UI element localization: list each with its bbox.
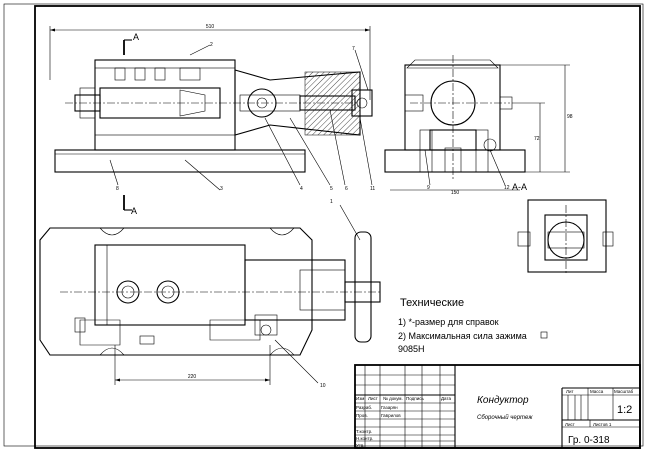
- plan-body: [94, 244, 246, 326]
- tb-nkontr: Н.контр.: [356, 436, 373, 441]
- plan-view: 220 10 1: [39, 199, 381, 389]
- tb-scale-value: 1:2: [617, 404, 632, 416]
- tb-prov-name: Гаврилов: [381, 413, 401, 418]
- notes-square-symbol: [540, 331, 548, 339]
- tb-doc-type: Сборочный чертеж: [477, 414, 533, 421]
- sheet-inner-frame: [34, 5, 641, 449]
- tb-utv: Утв.: [356, 443, 365, 448]
- section-mark-a-bottom: А: [131, 206, 137, 216]
- callout-8: 8: [116, 186, 119, 192]
- section-aa-body: [527, 199, 607, 273]
- dim-width-side: 150: [451, 190, 460, 196]
- section-aa-view: [517, 199, 614, 275]
- sheet-outer-border: [3, 3, 644, 447]
- callout-3: 3: [220, 186, 223, 192]
- section-mark-a-top: А: [133, 32, 139, 42]
- handle-bar[interactable]: [354, 231, 372, 343]
- tb-razrab-name: Газарян: [381, 405, 398, 410]
- tb-product-name: Кондуктор: [477, 395, 529, 406]
- tb-ndoc: № докум.: [383, 396, 403, 401]
- tb-col-lit: Лит: [566, 389, 574, 394]
- tb-date: Дата: [441, 396, 451, 401]
- callout-1: 1: [330, 199, 333, 205]
- title-block: Изм Лист № докум. Подпись Дата Разраб. Г…: [354, 364, 641, 449]
- callout-12: 12: [504, 185, 510, 191]
- notes-title: Технические: [400, 297, 464, 309]
- tb-prov: Пров.: [356, 413, 368, 418]
- tb-sheet: Лист: [565, 422, 575, 427]
- callout-7: 7: [352, 46, 355, 52]
- dim-bottom-length: 220: [188, 374, 197, 380]
- side-screw-head: [483, 138, 497, 152]
- callout-11: 11: [370, 186, 375, 192]
- clamp-screw: [299, 95, 356, 111]
- callout-6: 6: [345, 186, 348, 192]
- tb-razrab: Разраб.: [356, 405, 372, 410]
- section-aa-mark: А-А: [512, 182, 527, 192]
- tb-izm: Изм: [356, 396, 364, 401]
- callout-4: 4: [300, 186, 303, 192]
- tb-list: Лист: [368, 396, 378, 401]
- tb-col-mass: Масса: [590, 389, 604, 394]
- plan-outline: [39, 227, 313, 356]
- notes-line-3: 9085Н: [398, 344, 425, 354]
- title-block-frame: [354, 364, 641, 449]
- dim-height-2: 72: [534, 136, 540, 142]
- tb-code: Гр. 0-318: [568, 435, 610, 446]
- side-view: 150 98 72 9 12 А-А: [384, 55, 573, 196]
- front-view: 510 А А: [49, 24, 375, 216]
- tb-tkontr: Т.контр.: [356, 429, 372, 434]
- tb-sheets: Листов 1: [593, 422, 612, 427]
- callout-2: 2: [210, 42, 213, 48]
- side-body: [404, 64, 501, 151]
- technical-notes: Технические 1) *-размер для справок 2) М…: [398, 297, 548, 354]
- notes-line-1: 1) *-размер для справок: [398, 317, 499, 327]
- dim-overall-length: 510: [206, 24, 215, 30]
- callout-9: 9: [427, 185, 430, 191]
- plan-lever: [244, 259, 346, 321]
- notes-line-2: 2) Максимальная сила зажима: [398, 331, 527, 341]
- handle-hub: [344, 281, 381, 303]
- tb-col-scale: Масштаб: [614, 389, 634, 394]
- dim-height-1: 98: [567, 114, 573, 120]
- base-plate: [54, 149, 306, 173]
- side-base: [384, 149, 526, 173]
- tb-sign: Подпись: [406, 396, 424, 401]
- callout-10: 10: [320, 383, 326, 389]
- eccentric-pin: [247, 88, 277, 118]
- callout-5: 5: [330, 186, 333, 192]
